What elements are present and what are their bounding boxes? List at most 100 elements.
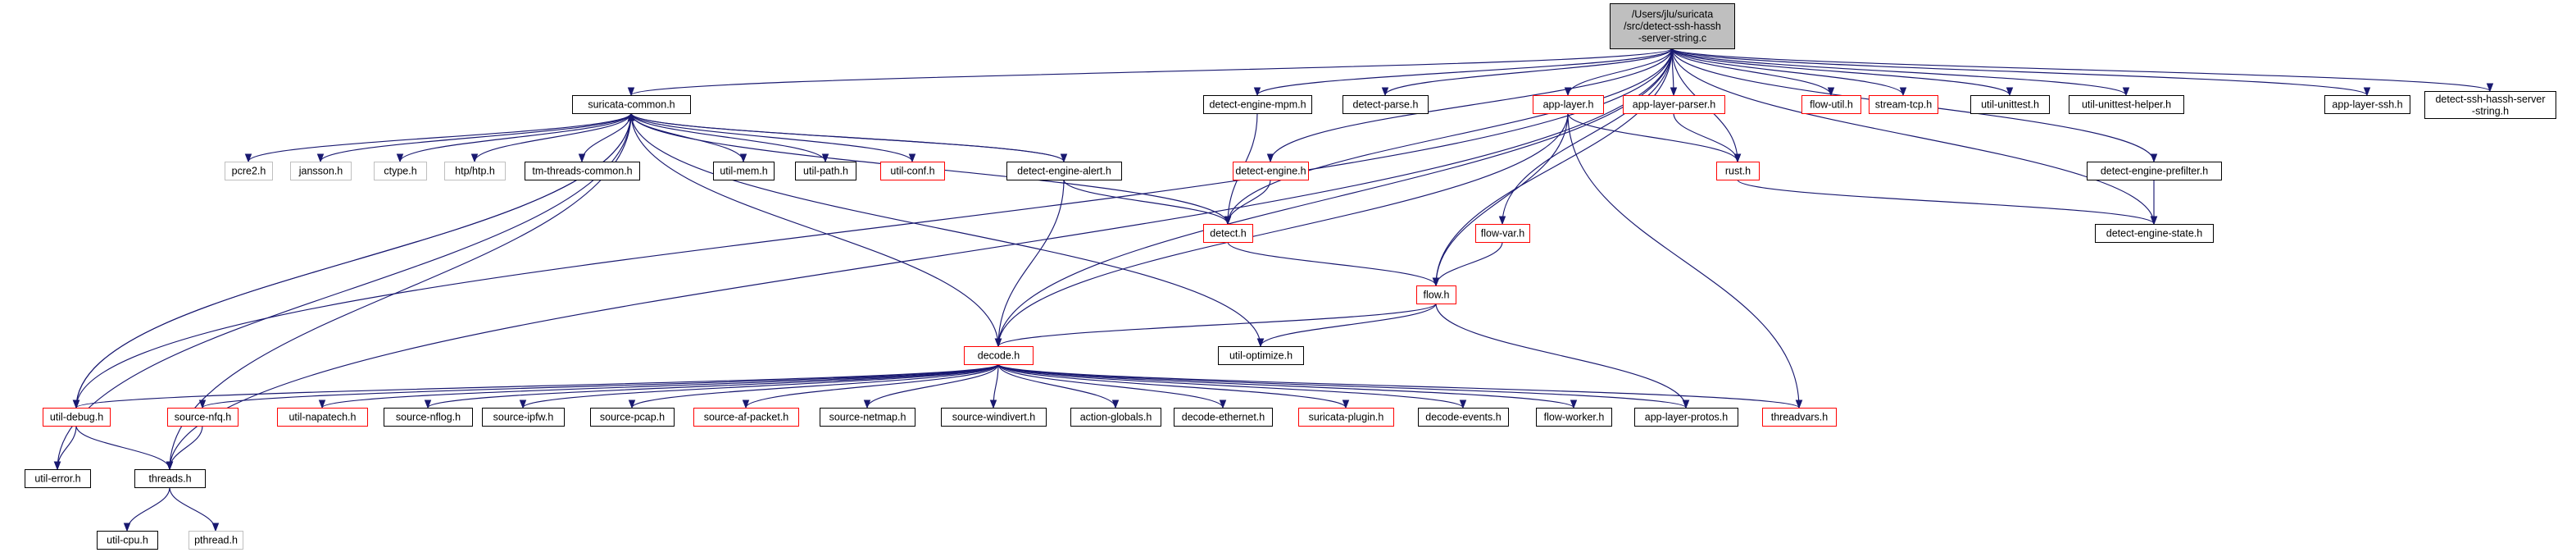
node-box bbox=[572, 95, 691, 114]
node-htp[interactable]: htp/htp.h bbox=[444, 162, 506, 180]
node-suricata-plugin[interactable]: suricata-plugin.h bbox=[1298, 408, 1394, 427]
edge-root-to-flow-var bbox=[1498, 48, 1673, 226]
node-label: threads.h bbox=[148, 473, 191, 485]
node-label: util-mem.h bbox=[720, 166, 767, 177]
node-label: detect-engine-mpm.h bbox=[1209, 99, 1306, 111]
node-label: threadvars.h bbox=[1771, 412, 1829, 423]
node-stream-tcp[interactable]: stream-tcp.h bbox=[1869, 95, 1938, 114]
node-label: detect-ssh-hassh-server bbox=[2435, 94, 2545, 105]
node-jansson[interactable]: jansson.h bbox=[290, 162, 352, 180]
node-box bbox=[277, 408, 368, 427]
node-label: source-windivert.h bbox=[952, 412, 1035, 423]
edge-detect-engine-prefilter-to-detect-engine-state bbox=[2150, 180, 2158, 226]
node-label: detect-engine.h bbox=[1235, 166, 1306, 177]
node-label: source-nfq.h bbox=[175, 412, 232, 423]
node-app-layer-protos[interactable]: app-layer-protos.h bbox=[1634, 408, 1738, 427]
node-detect-engine-state[interactable]: detect-engine-state.h bbox=[2095, 224, 2214, 243]
node-flow-util[interactable]: flow-util.h bbox=[1801, 95, 1861, 114]
node-label: source-af-packet.h bbox=[704, 412, 789, 423]
node-threads[interactable]: threads.h bbox=[134, 469, 206, 488]
node-source-netmap[interactable]: source-netmap.h bbox=[820, 408, 915, 427]
node-util-error[interactable]: util-error.h bbox=[25, 469, 91, 488]
node-label: pthread.h bbox=[194, 535, 238, 546]
node-source-ipfw[interactable]: source-ipfw.h bbox=[482, 408, 565, 427]
node-util-unittest[interactable]: util-unittest.h bbox=[1970, 95, 2050, 114]
node-detect-engine-prefilter[interactable]: detect-engine-prefilter.h bbox=[2087, 162, 2222, 180]
edge-decode-to-source-ipfw bbox=[519, 363, 999, 409]
node-label: flow-var.h bbox=[1481, 228, 1525, 240]
node-label: app-layer.h bbox=[1543, 99, 1594, 111]
edge-root-to-detect-engine-state bbox=[1671, 48, 2158, 226]
node-box bbox=[1416, 285, 1456, 304]
edge-root-to-detect-ssh-hassh-server-string bbox=[1671, 48, 2494, 93]
node-suricata-common[interactable]: suricata-common.h bbox=[572, 95, 691, 114]
node-util-path[interactable]: util-path.h bbox=[795, 162, 856, 180]
node-app-layer[interactable]: app-layer.h bbox=[1533, 95, 1604, 114]
edge-decode-to-util-debug bbox=[72, 363, 999, 409]
node-threadvars[interactable]: threadvars.h bbox=[1762, 408, 1837, 427]
node-label: app-layer-ssh.h bbox=[2332, 99, 2402, 111]
edge-root-to-decode bbox=[994, 48, 1673, 348]
node-action-globals[interactable]: action-globals.h bbox=[1070, 408, 1161, 427]
node-ctype[interactable]: ctype.h bbox=[374, 162, 427, 180]
edge-util-debug-to-suricata-common bbox=[75, 112, 635, 409]
edge-decode-to-source-netmap bbox=[863, 363, 999, 409]
node-label: rust.h bbox=[1725, 166, 1751, 177]
node-box bbox=[1801, 95, 1861, 114]
edge-decode-to-source-nfq bbox=[198, 363, 999, 409]
node-tm-threads-common[interactable]: tm-threads-common.h bbox=[525, 162, 640, 180]
node-label: detect-engine-prefilter.h bbox=[2101, 166, 2208, 177]
edge-flow-to-decode bbox=[994, 303, 1437, 348]
node-detect[interactable]: detect.h bbox=[1203, 224, 1253, 243]
node-label: util-conf.h bbox=[890, 166, 934, 177]
node-detect-parse[interactable]: detect-parse.h bbox=[1343, 95, 1429, 114]
node-util-conf[interactable]: util-conf.h bbox=[880, 162, 945, 180]
node-rust[interactable]: rust.h bbox=[1716, 162, 1760, 180]
node-util-unittest-helper[interactable]: util-unittest-helper.h bbox=[2069, 95, 2184, 114]
node-box bbox=[167, 408, 239, 427]
node-pcre2[interactable]: pcre2.h bbox=[225, 162, 273, 180]
node-box bbox=[1203, 95, 1312, 114]
node-root[interactable]: /Users/jlu/suricata/src/detect-ssh-hassh… bbox=[1610, 3, 1735, 49]
node-source-windivert[interactable]: source-windivert.h bbox=[941, 408, 1047, 427]
node-util-cpu[interactable]: util-cpu.h bbox=[97, 531, 158, 550]
node-util-mem[interactable]: util-mem.h bbox=[713, 162, 775, 180]
node-decode-ethernet[interactable]: decode-ethernet.h bbox=[1174, 408, 1273, 427]
node-box bbox=[290, 162, 352, 180]
node-app-layer-parser[interactable]: app-layer-parser.h bbox=[1623, 95, 1725, 114]
node-flow-var[interactable]: flow-var.h bbox=[1475, 224, 1530, 243]
edge-suricata-common-to-pcre2 bbox=[244, 112, 632, 163]
node-box bbox=[880, 162, 945, 180]
node-util-debug[interactable]: util-debug.h bbox=[43, 408, 111, 427]
edge-flow-to-app-layer-protos bbox=[1435, 303, 1690, 409]
node-source-pcap[interactable]: source-pcap.h bbox=[590, 408, 675, 427]
node-box bbox=[1475, 224, 1530, 243]
node-detect-engine-alert[interactable]: detect-engine-alert.h bbox=[1006, 162, 1122, 180]
node-source-nflog[interactable]: source-nflog.h bbox=[384, 408, 473, 427]
edge-decode-to-source-pcap bbox=[628, 363, 999, 409]
node-box bbox=[713, 162, 775, 180]
node-pthread[interactable]: pthread.h bbox=[189, 531, 243, 550]
edge-root-to-detect-engine-mpm bbox=[1253, 48, 1673, 97]
node-app-layer-ssh[interactable]: app-layer-ssh.h bbox=[2324, 95, 2410, 114]
edge-root-to-suricata-common bbox=[627, 48, 1673, 97]
node-decode[interactable]: decode.h bbox=[964, 346, 1034, 365]
node-box bbox=[444, 162, 506, 180]
node-box bbox=[225, 162, 273, 180]
node-label: util-error.h bbox=[34, 473, 80, 485]
node-detect-ssh-hassh-server-string[interactable]: detect-ssh-hassh-server-string.h bbox=[2424, 91, 2556, 119]
node-decode-events[interactable]: decode-events.h bbox=[1418, 408, 1509, 427]
node-flow-worker[interactable]: flow-worker.h bbox=[1536, 408, 1612, 427]
node-flow[interactable]: flow.h bbox=[1416, 285, 1456, 304]
node-label: detect-engine-state.h bbox=[2106, 228, 2202, 240]
node-box bbox=[1536, 408, 1612, 427]
node-util-napatech[interactable]: util-napatech.h bbox=[277, 408, 368, 427]
node-source-af-packet[interactable]: source-af-packet.h bbox=[693, 408, 799, 427]
node-detect-engine-mpm[interactable]: detect-engine-mpm.h bbox=[1203, 95, 1312, 114]
node-util-optimize[interactable]: util-optimize.h bbox=[1218, 346, 1304, 365]
node-box bbox=[1762, 408, 1837, 427]
node-box bbox=[1343, 95, 1429, 114]
node-source-nfq[interactable]: source-nfq.h bbox=[167, 408, 239, 427]
node-detect-engine[interactable]: detect-engine.h bbox=[1233, 162, 1309, 180]
